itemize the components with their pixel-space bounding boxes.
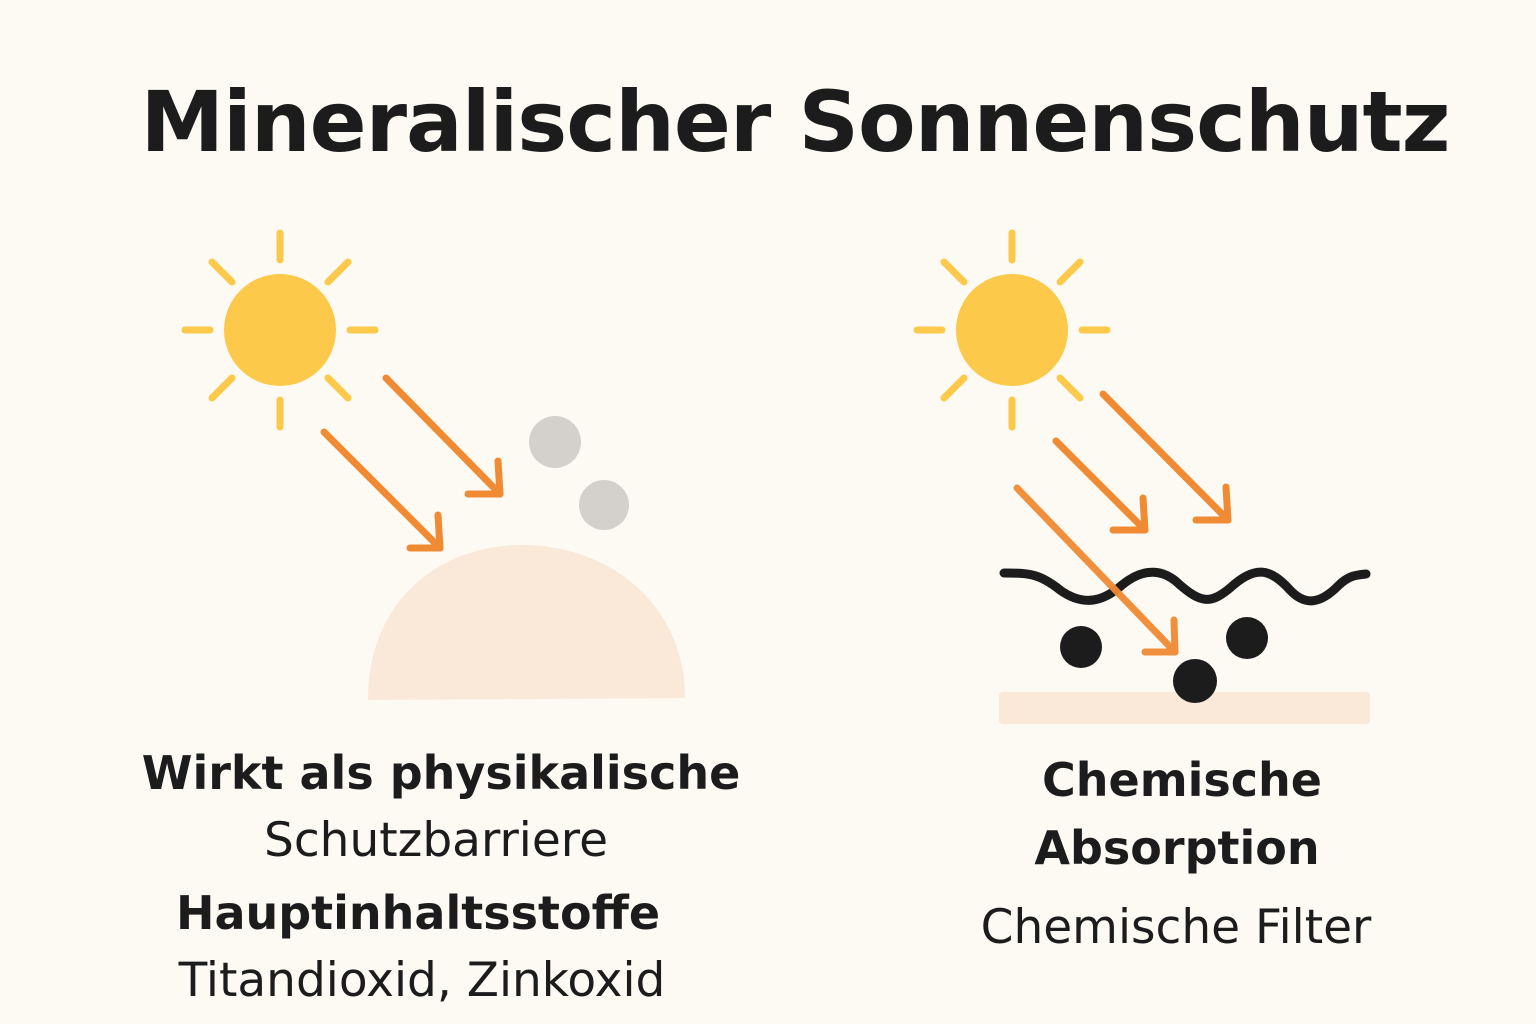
left-sun-icon bbox=[185, 233, 375, 427]
arrow-icon bbox=[382, 374, 504, 498]
arrow-icon bbox=[1013, 484, 1179, 656]
left-rays-arrows bbox=[320, 374, 504, 552]
page-title: Mineralischer Sonnenschutz bbox=[140, 73, 1450, 171]
filter-molecule bbox=[1226, 617, 1268, 659]
skin-layer bbox=[999, 692, 1370, 724]
filter-molecule bbox=[1173, 659, 1217, 703]
right-heading-line1: Chemische bbox=[1042, 753, 1322, 807]
mineral-particle bbox=[579, 480, 629, 530]
ingredients-label: Hauptinhaltsstoffe bbox=[175, 886, 661, 940]
arrow-icon bbox=[320, 428, 444, 552]
right-heading-line2: Absorption bbox=[1034, 821, 1320, 875]
ingredients-value: Titandioxid, Zinkoxid bbox=[178, 953, 666, 1008]
left-heading-cont: Schutzbarriere bbox=[264, 813, 608, 868]
arrow-icon bbox=[1099, 390, 1232, 524]
left-heading: Wirkt als physikalische bbox=[141, 746, 741, 800]
arrow-icon bbox=[1052, 437, 1149, 534]
skin-dome bbox=[368, 545, 685, 700]
right-sun-icon bbox=[917, 233, 1107, 427]
mineral-particle bbox=[529, 416, 581, 468]
filter-molecule bbox=[1060, 626, 1102, 668]
right-subtitle: Chemische Filter bbox=[980, 900, 1372, 955]
right-rays-arrows bbox=[1052, 390, 1232, 534]
skin-surface-wave bbox=[999, 567, 1371, 606]
